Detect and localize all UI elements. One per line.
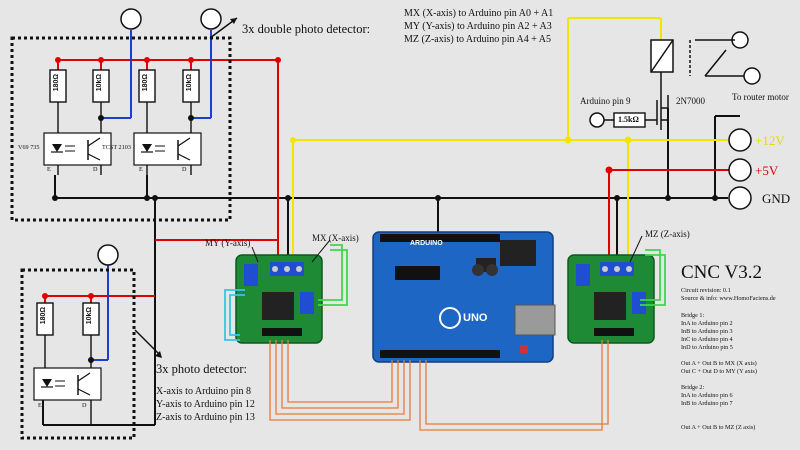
arduino-model: UNO: [463, 312, 488, 324]
bridge-note-line: InA to Arduino pin 2: [681, 320, 733, 327]
rail-label-gnd: GND: [762, 191, 791, 206]
circuit-revision: Circuit revision: 0.1: [681, 287, 731, 294]
double-detector-box: [10, 36, 232, 222]
arduino-brand: ARDUINO: [410, 240, 443, 247]
transistor-2n7000: [604, 95, 669, 130]
router-motor-label: To router motor: [732, 92, 789, 102]
resistor-10k-a: [92, 69, 110, 103]
sensor-pin-e-b: E: [139, 166, 143, 173]
terminal-gnd: [728, 186, 752, 210]
photo-detector-heading: 3x photo detector:: [156, 362, 247, 376]
motor-leads: [224, 244, 666, 341]
resistor-180-b-label: 180Ω: [142, 74, 149, 92]
sensor-pin-d-c: D: [82, 402, 87, 409]
bridge-note-line: InB to Arduino pin 3: [681, 328, 733, 335]
source-info: Source & info: www.HomoFaciens.de: [681, 295, 776, 302]
optocoupler-a: [43, 132, 112, 166]
rail-label-12v: +12V: [755, 133, 785, 148]
resistor-180-a-label: 180Ω: [53, 74, 60, 92]
sensor-pin-e-c: E: [38, 402, 42, 409]
terminal-router-b: [743, 67, 761, 85]
bridge-note-line: [681, 376, 757, 384]
v12-rail: [292, 17, 740, 262]
bridge-note-line: InD to Arduino pin 5: [681, 344, 733, 351]
bridge-note-line: Out C + Out D to MY (Y axis): [681, 368, 757, 375]
double-detector-heading: 3x double photo detector:: [242, 22, 371, 36]
bridge-note-line: [681, 352, 757, 360]
bridge-note-line: Out A + Out B to MX (X axis): [681, 360, 757, 367]
bridge-notes: Bridge 1: InA to Arduino pin 2 InB to Ar…: [681, 312, 757, 432]
bridge-note-line: [681, 408, 757, 416]
terminal-5v: [728, 158, 752, 182]
gate-resistor-label: 1.5kΩ: [618, 115, 639, 124]
double-detector-pin-mz: MZ (Z-axis) to Arduino pin A4 + A5: [404, 34, 552, 45]
terminal-12v: [728, 128, 752, 152]
control-wires: [269, 340, 609, 431]
sensor-pin-e-a: E: [47, 166, 51, 173]
resistor-10k-c: [82, 302, 100, 336]
resistor-180-c-label: 180Ω: [40, 307, 47, 325]
optocoupler-c: [33, 367, 102, 401]
relay-pin-label: Arduino pin 9: [580, 96, 631, 106]
gate-resistor: [613, 112, 646, 128]
bridge-note-line: Bridge 2:: [681, 384, 705, 391]
signal-wires: [91, 30, 212, 361]
bridge-note-line: Out A + Out B to MZ (Z axis): [681, 424, 756, 431]
double-detector-pin-my: MY (Y-axis) to Arduino pin A2 + A3: [404, 21, 552, 32]
relay: [650, 39, 744, 95]
sensor-part-v69: V69 735: [18, 144, 40, 151]
terminal-top-a: [120, 8, 142, 30]
sensor-pin-d-a: D: [93, 166, 98, 173]
photo-detector-pin-x: X-axis to Arduino pin 8: [156, 386, 251, 397]
rail-label-5v: +5V: [755, 163, 779, 178]
bridge-note-line: InC to Arduino pin 4: [681, 336, 733, 343]
resistor-10k-c-label: 10kΩ: [86, 307, 93, 325]
bridge-note-line: Bridge 1:: [681, 312, 705, 319]
bridge-note-line: InB to Arduino pin 7: [681, 400, 733, 407]
transistor-label: 2N7000: [676, 96, 705, 106]
resistor-180-b: [138, 69, 156, 103]
terminal-top-b: [200, 8, 222, 30]
sensor-part-tcst: TCST 2103: [102, 144, 131, 151]
bridge-label-mx: MX (X-axis): [312, 233, 359, 243]
bridge-note-line: [681, 416, 757, 424]
bridge-1-board: [235, 254, 323, 344]
junction-dots: [42, 57, 718, 363]
diagram-title: CNC V3.2: [681, 262, 762, 283]
photo-detector-box: [20, 268, 136, 440]
bridge-label-my: MY (Y-axis): [205, 238, 251, 248]
terminal-pin9: [589, 112, 605, 128]
resistor-10k-a-label: 10kΩ: [96, 74, 103, 92]
bridge-label-mz: MZ (Z-axis): [645, 229, 690, 239]
photo-detector-pin-y: Y-axis to Arduino pin 12: [156, 399, 255, 410]
bridge-note-line: InA to Arduino pin 6: [681, 392, 733, 399]
resistor-180-a: [49, 69, 67, 103]
terminal-lower: [97, 244, 119, 266]
resistor-180-c: [36, 302, 54, 336]
arduino-uno-board: [372, 231, 556, 363]
bridge-2-board: [567, 254, 655, 344]
sensor-pin-d-b: D: [182, 166, 187, 173]
arrow-photo-detector: [134, 329, 161, 356]
photo-detector-pin-z: Z-axis to Arduino pin 13: [156, 412, 255, 423]
resistor-10k-b-label: 10kΩ: [186, 74, 193, 92]
double-detector-pin-mx: MX (X-axis) to Arduino pin A0 + A1: [404, 8, 554, 19]
v5-rail: [44, 59, 740, 305]
optocoupler-b: [133, 132, 202, 166]
resistor-10k-b: [182, 69, 200, 103]
